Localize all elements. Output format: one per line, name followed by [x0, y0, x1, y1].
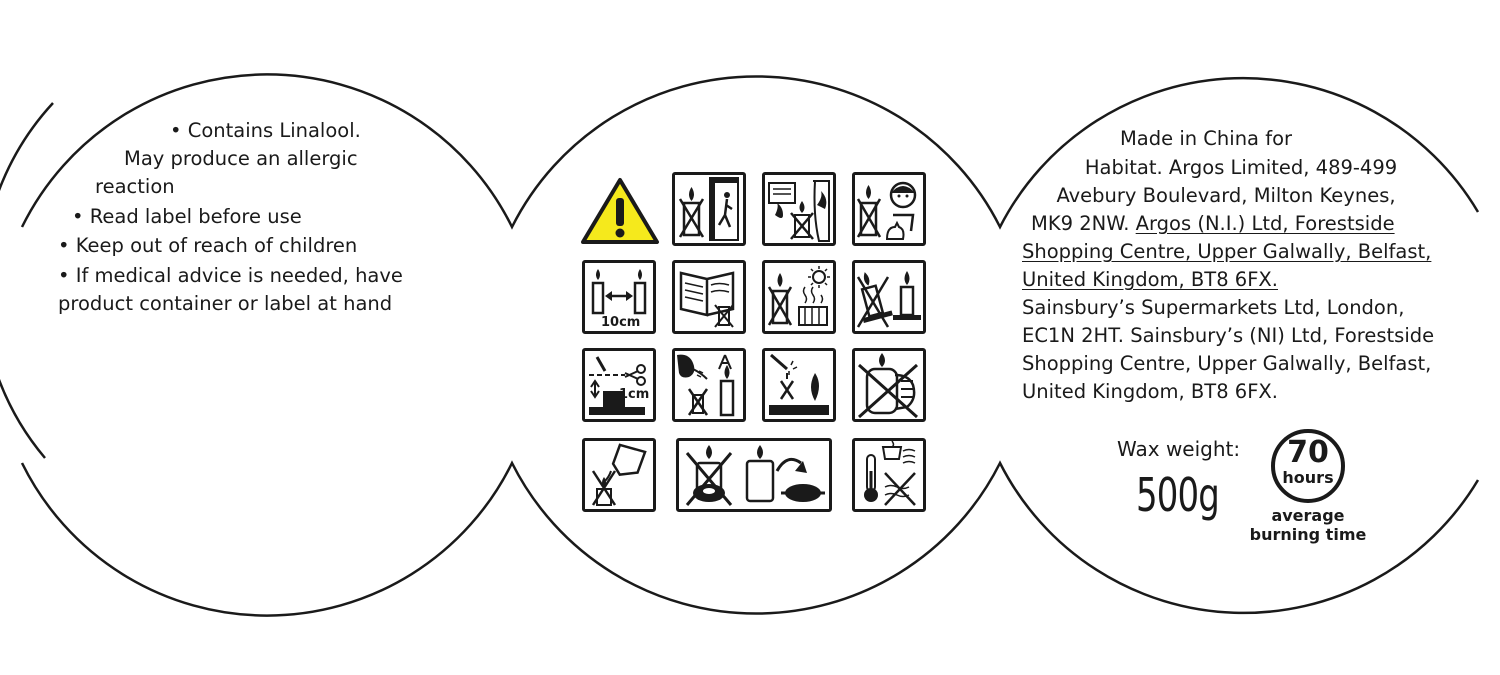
no-flammable-objects-icon — [762, 172, 836, 246]
read-instructions-icon — [672, 260, 746, 334]
address-line: MK9 2NW. Argos (N.I.) Ltd, Forestside — [1031, 212, 1395, 235]
address-line: Shopping Centre, Upper Galwally, Belfast… — [1022, 240, 1432, 263]
trim-wick-icon: 1cm — [582, 348, 656, 422]
burn-caption-line-2: burning time — [1249, 525, 1367, 544]
allergy-warning-line-2: reaction — [95, 175, 175, 198]
keep-away-children-pets-icon — [852, 172, 926, 246]
address-line: Sainsbury’s Supermarkets Ltd, London, — [1022, 296, 1405, 319]
read-label-warning: • Read label before use — [72, 205, 302, 228]
allergy-warning-line: May produce an allergic — [124, 147, 358, 170]
no-matches-in-wax-icon — [762, 348, 836, 422]
children-warning: • Keep out of reach of children — [58, 234, 358, 257]
no-tilted-surface-icon — [852, 260, 926, 334]
burn-time-caption: average burning time — [1250, 506, 1367, 544]
spacing-label: 10cm — [601, 315, 641, 330]
address-line: United Kingdom, BT8 6FX. — [1022, 380, 1278, 403]
address-line: Habitat. Argos Limited, 489-499 — [1084, 156, 1398, 179]
medical-advice-warning-2: product container or label at hand — [58, 292, 393, 315]
candle-spacing-icon: 10cm — [582, 260, 656, 334]
no-water-extinguish-icon — [582, 438, 656, 512]
burn-hours-unit: hours — [1282, 468, 1334, 487]
address-line: Shopping Centre, Upper Galwally, Belfast… — [1022, 352, 1432, 375]
wax-weight-value: 500g — [1136, 468, 1220, 522]
burn-caption-line-1: average — [1271, 506, 1345, 525]
address-line: Made in China for — [1119, 127, 1293, 150]
address-line: Avebury Boulevard, Milton Keynes, — [1056, 184, 1396, 207]
no-unattended-candle-icon — [672, 172, 746, 246]
storage-temperature-icon — [852, 438, 926, 512]
no-heat-sources-icon — [762, 260, 836, 334]
medical-advice-warning: • If medical advice is needed, have — [58, 264, 403, 287]
warning-triangle-icon — [581, 178, 659, 244]
wick-length-label: 1cm — [619, 387, 650, 402]
no-moving-lit-candle-icon — [852, 348, 926, 422]
heat-resistant-surface-icon — [676, 438, 832, 512]
address-line: United Kingdom, BT8 6FX. — [1022, 268, 1278, 291]
burn-hours-badge: 70 hours — [1271, 429, 1345, 503]
wax-weight-label: Wax weight: — [1117, 437, 1241, 461]
linalool-warning: • Contains Linalool. — [170, 119, 361, 142]
burn-hours-number: 70 — [1287, 435, 1329, 470]
address-line: EC1N 2HT. Sainsbury’s (NI) Ltd, Forestsi… — [1022, 324, 1435, 347]
no-drafts-icon — [672, 348, 746, 422]
